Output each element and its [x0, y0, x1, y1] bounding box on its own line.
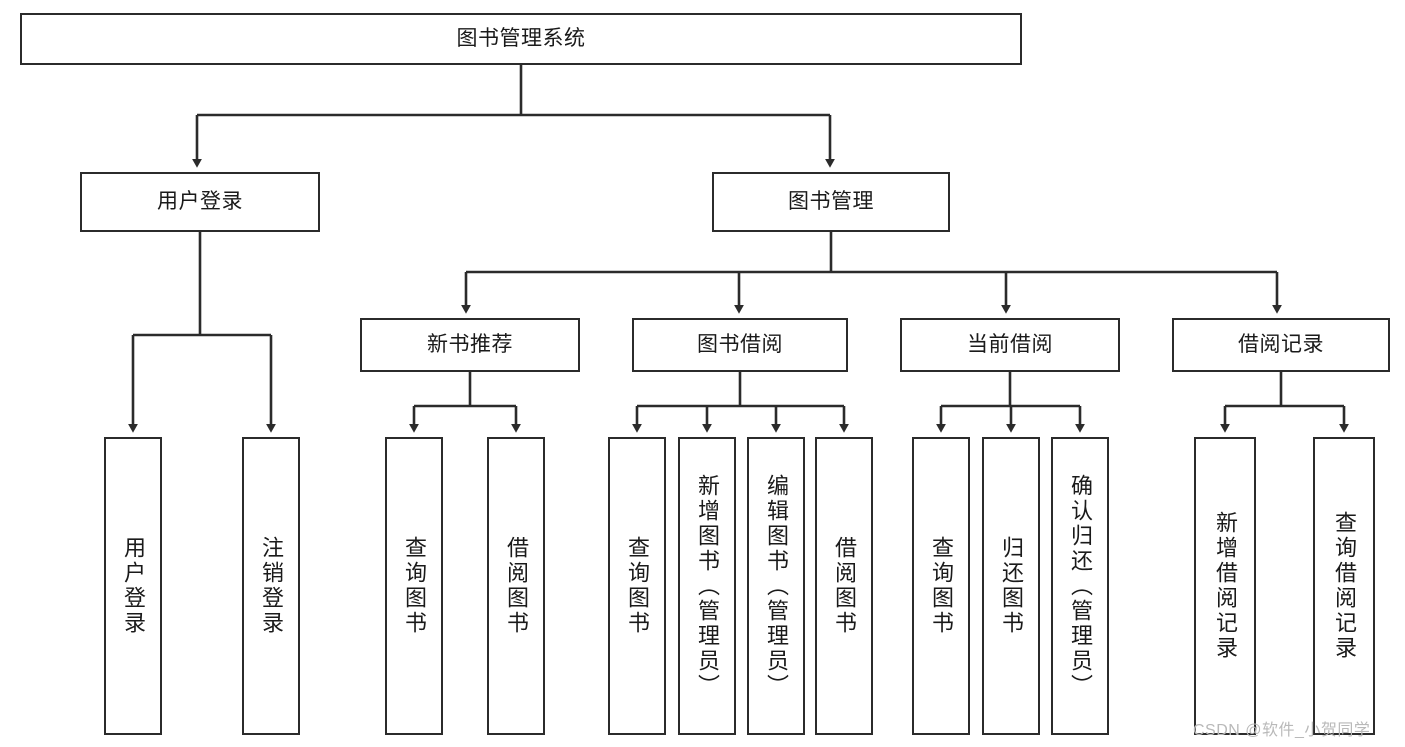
node-leaf-add-book-admin[interactable]: 新增图书（管理员） [678, 437, 736, 735]
node-new-book-recommend[interactable]: 新书推荐 [360, 318, 580, 372]
node-leaf-edit-book-admin[interactable]: 编辑图书（管理员） [747, 437, 805, 735]
node-label: 归还图书 [999, 536, 1024, 636]
node-label: 查询图书 [625, 536, 650, 636]
node-label: 新书推荐 [427, 332, 513, 356]
node-leaf-return-book[interactable]: 归还图书 [982, 437, 1040, 735]
node-label: 查询借阅记录 [1332, 511, 1357, 661]
node-label: 借阅图书 [504, 536, 529, 636]
node-label: 编辑图书（管理员） [764, 473, 789, 699]
node-label: 查询图书 [929, 536, 954, 636]
node-leaf-query-book-2[interactable]: 查询图书 [608, 437, 666, 735]
node-label: 用户登录 [157, 189, 243, 213]
node-label: 图书管理系统 [456, 26, 586, 50]
csdn-watermark: CSDN @软件_小贺同学 [1193, 722, 1371, 739]
node-book-management[interactable]: 图书管理 [712, 172, 950, 232]
node-label: 注销登录 [259, 536, 284, 636]
node-leaf-query-borrow-record[interactable]: 查询借阅记录 [1313, 437, 1375, 735]
node-label: 确认归还（管理员） [1068, 473, 1093, 699]
node-leaf-logout[interactable]: 注销登录 [242, 437, 300, 735]
node-label: 图书借阅 [697, 332, 783, 356]
node-user-login[interactable]: 用户登录 [80, 172, 320, 232]
node-leaf-borrow-book-2[interactable]: 借阅图书 [815, 437, 873, 735]
node-leaf-confirm-return-admin[interactable]: 确认归还（管理员） [1051, 437, 1109, 735]
node-label: 查询图书 [402, 536, 427, 636]
node-leaf-add-borrow-record[interactable]: 新增借阅记录 [1194, 437, 1256, 735]
node-current-borrow[interactable]: 当前借阅 [900, 318, 1120, 372]
node-root-book-management-system[interactable]: 图书管理系统 [20, 13, 1022, 65]
node-leaf-borrow-book-1[interactable]: 借阅图书 [487, 437, 545, 735]
node-label: 新增借阅记录 [1213, 511, 1238, 661]
node-label: 当前借阅 [967, 332, 1053, 356]
node-label: 借阅记录 [1238, 332, 1324, 356]
node-leaf-query-book-3[interactable]: 查询图书 [912, 437, 970, 735]
node-leaf-user-login[interactable]: 用户登录 [104, 437, 162, 735]
node-borrow-record[interactable]: 借阅记录 [1172, 318, 1390, 372]
node-label: 借阅图书 [832, 536, 857, 636]
node-label: 用户登录 [121, 536, 146, 636]
node-label: 新增图书（管理员） [695, 473, 720, 699]
node-label: 图书管理 [788, 189, 874, 213]
node-leaf-query-book-1[interactable]: 查询图书 [385, 437, 443, 735]
node-book-borrow[interactable]: 图书借阅 [632, 318, 848, 372]
